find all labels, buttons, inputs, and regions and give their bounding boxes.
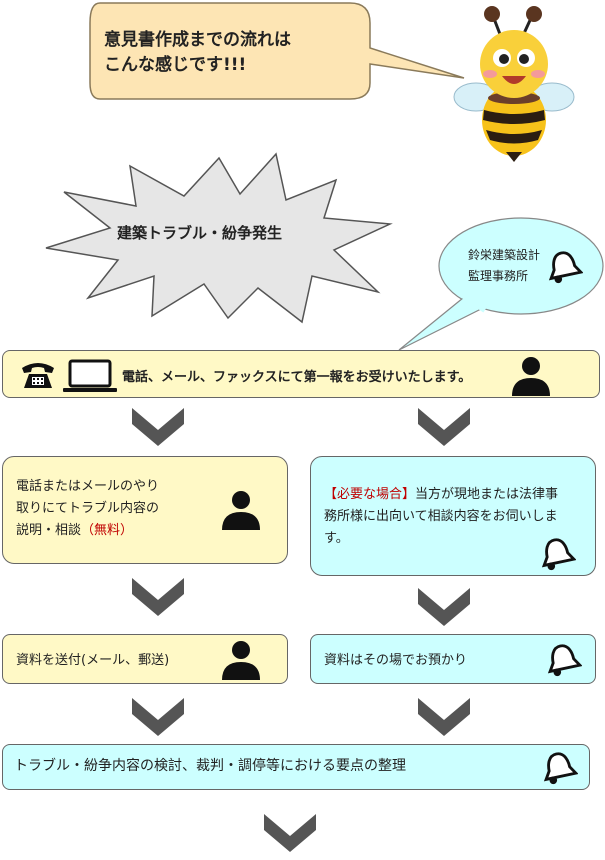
burst-label: 建築トラブル・紛争発生 — [117, 224, 283, 242]
right-step-2-text: 資料はその場でお預かり — [324, 653, 468, 668]
left-step-1-box — [2, 456, 288, 564]
explosion-burst — [45, 152, 393, 324]
speech-line-2: こんな感じです!!! — [104, 55, 247, 75]
chevron-down-icon — [264, 814, 316, 852]
left-step-1-consult: 説明・相談 — [16, 523, 82, 538]
chevron-down-icon — [132, 578, 184, 616]
right-step-2-box — [310, 634, 596, 684]
final-step-box — [2, 744, 590, 790]
right-step-1-line-3: す。 — [324, 531, 349, 546]
speech-bubble — [89, 2, 465, 100]
final-step-text: トラブル・紛争内容の検討、裁判・調停等における要点の整理 — [14, 758, 406, 774]
first-contact-text: 電話、メール、ファックスにて第一報をお受けいたします。 — [122, 370, 472, 385]
if-necessary-tag: 【必要な場合】 — [324, 487, 416, 502]
person-icon — [222, 641, 260, 680]
chevron-down-icon — [418, 588, 470, 626]
chevron-down-icon — [418, 408, 470, 446]
bee-mascot — [453, 6, 575, 162]
office-name: 鈴栄建築設計 監理事務所 — [468, 245, 540, 287]
bell-icon — [541, 538, 576, 571]
office-name-line-2: 監理事務所 — [468, 269, 529, 283]
left-step-1-line-1: 電話またはメールのやり — [16, 479, 160, 494]
laptop-icon — [63, 359, 117, 392]
chevron-down-icon — [132, 698, 184, 736]
phone-icon — [22, 363, 54, 388]
bell-icon — [543, 752, 578, 785]
speech-line-1: 意見書作成までの流れは — [104, 30, 291, 50]
left-step-1-line-2: 取りにてトラブル内容の — [16, 501, 160, 516]
right-step-1-line-1: 【必要な場合】当方が現地または法律事 — [324, 487, 559, 502]
person-icon — [512, 357, 550, 396]
speech-text: 意見書作成までの流れは こんな感じです!!! — [104, 28, 291, 78]
left-step-1-line-3: 説明・相談（無料） — [16, 520, 159, 542]
right-step-1-line-2: 務所様に出向いて相談内容をお伺いしま — [324, 509, 558, 524]
office-name-line-1: 鈴栄建築設計 — [468, 248, 541, 262]
bell-icon — [547, 644, 582, 677]
free-of-charge-label: （無料） — [81, 523, 134, 538]
person-icon — [222, 491, 260, 530]
left-step-2-text: 資料を送付(メール、郵送) — [16, 653, 170, 668]
chevron-down-icon — [132, 408, 184, 446]
bell-icon — [548, 251, 583, 284]
right-step-1-text: 【必要な場合】当方が現地または法律事 務所様に出向いて相談内容をお伺いしま す。 — [324, 484, 586, 550]
left-step-1-text: 電話またはメールのやり 取りにてトラブル内容の 説明・相談（無料） — [16, 476, 159, 542]
chevron-down-icon — [418, 698, 470, 736]
office-bubble — [398, 217, 604, 351]
